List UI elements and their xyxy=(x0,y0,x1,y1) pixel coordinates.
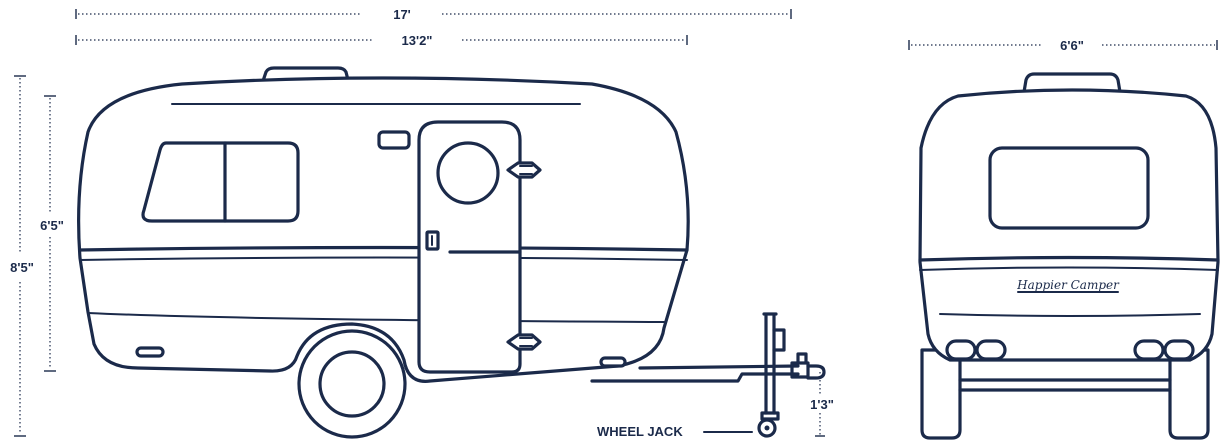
hitch-height-label: 1'3" xyxy=(810,397,834,412)
tail-lights-right xyxy=(1133,339,1195,361)
wheel-jack-callout: WHEEL JACK xyxy=(597,424,753,439)
rear-bumper xyxy=(958,378,1172,392)
marker-light-rear xyxy=(599,356,627,368)
side-window xyxy=(141,141,300,223)
width-label: 6'6" xyxy=(1060,38,1084,53)
tail-lights-left xyxy=(945,339,1007,361)
dimension-hitch-height: 1'3" xyxy=(810,372,834,437)
rear-tire-right xyxy=(1168,348,1210,440)
entry-door xyxy=(417,120,522,374)
interior-height-label: 6'5" xyxy=(40,218,64,233)
lower-body-line xyxy=(79,256,688,261)
trailer-rear-view: Happier Camper xyxy=(918,72,1220,440)
rear-tire-left xyxy=(920,348,962,440)
dimension-interior-height: 6'5" xyxy=(40,95,64,372)
overall-length-label: 17' xyxy=(393,7,411,22)
side-wheel xyxy=(297,329,407,439)
dimension-width: 6'6" xyxy=(908,38,1218,53)
wheel-jack xyxy=(757,312,786,438)
belt-line xyxy=(78,245,689,252)
door-porthole-window xyxy=(436,141,500,205)
trailer-body xyxy=(77,76,690,383)
body-length-label: 13'2" xyxy=(402,33,433,48)
rear-logo: Happier Camper xyxy=(1016,278,1120,292)
dimension-overall-length: 17' xyxy=(75,7,792,22)
wheel-jack-label: WHEEL JACK xyxy=(597,424,683,439)
trailer-side-view xyxy=(77,66,826,439)
rear-roof-vent xyxy=(1022,72,1122,94)
dimension-body-length: 13'2" xyxy=(75,33,688,48)
hitch-coupler xyxy=(790,352,826,380)
overall-height-label: 8'5" xyxy=(10,260,34,275)
door-hinges xyxy=(506,161,542,351)
tongue-frame xyxy=(590,364,800,383)
marker-light-front xyxy=(135,346,165,358)
rear-window xyxy=(988,146,1150,230)
marker-light-top xyxy=(377,130,411,150)
skirt-line xyxy=(87,312,665,323)
dimension-overall-height: 8'5" xyxy=(10,75,34,437)
